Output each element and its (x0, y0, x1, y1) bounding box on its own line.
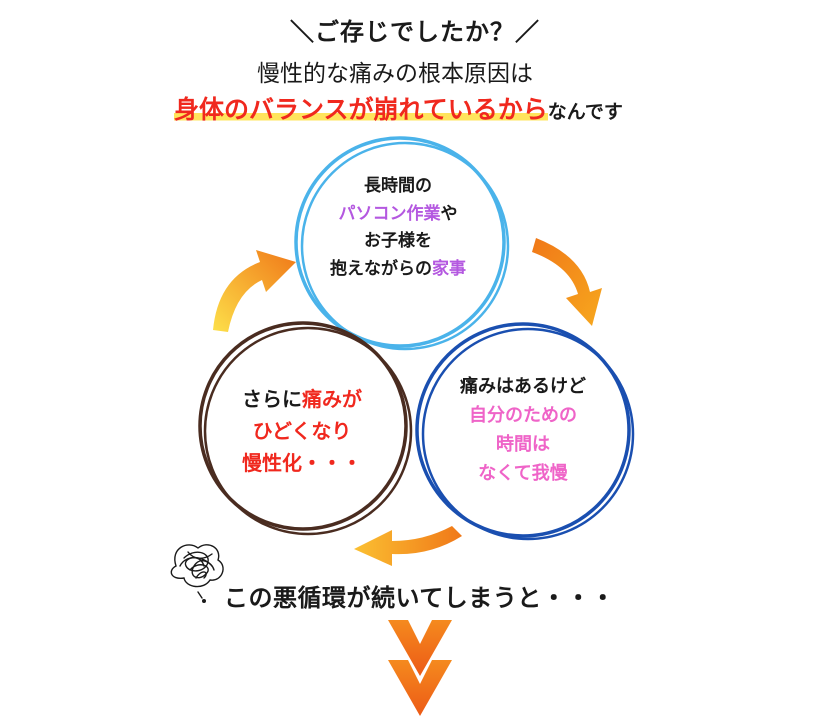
circle-top-line2-tail: や (440, 203, 458, 224)
circle-top-accent-housework: 家事 (432, 258, 466, 279)
circle-right-line3: 時間は (496, 434, 550, 456)
claim-tail: なんです (547, 101, 623, 123)
circle-left-line2: ひどくなり (252, 419, 352, 443)
curved-arrow-icon (532, 238, 602, 326)
lead-text: 慢性的な痛みの根本原因は (257, 61, 533, 87)
circle-right (415, 322, 635, 541)
vicious-cycle-conclusion: この悪循環が続いてしまうと・・・ (224, 584, 616, 612)
circle-right-line1: 痛みはあるけど (460, 376, 586, 397)
circle-right-text: 痛みはあるけど 自分のための 時間は なくて我慢 (420, 372, 626, 489)
circle-top-line1: 長時間の (364, 176, 432, 196)
double-chevron-down-icon (388, 620, 452, 716)
circle-left-line1-lead: さらに (242, 387, 302, 411)
tangled-thought-icon (170, 544, 224, 603)
circle-right-line2: 自分のための (469, 405, 577, 427)
intro-question: ＼ご存じでしたか？／ (290, 18, 540, 46)
circle-top-accent-work: パソコン作業 (338, 203, 441, 224)
circle-top-line3: お子様を (364, 231, 432, 252)
circle-right-line4: なくて我慢 (478, 463, 568, 485)
curved-arrow-icon (213, 250, 296, 332)
circle-left (198, 321, 413, 536)
curved-arrow-icon (354, 526, 462, 566)
circle-top-line4: 抱えながらの家事 (298, 256, 498, 284)
circle-top (294, 136, 510, 351)
claim-text: 身体のバランスが崩れているからなんです (174, 90, 623, 126)
circle-left-line3: 慢性化・・・ (242, 451, 362, 475)
circle-top-text: 長時間の パソコン作業や お子様を 抱えながらの家事 (298, 173, 498, 283)
circle-left-accent-pain: 痛みが (302, 387, 362, 411)
circle-top-line2: パソコン作業や (298, 201, 498, 229)
claim-highlight: 身体のバランスが崩れているから (174, 95, 548, 124)
circle-top-line4-lead: 抱えながらの (330, 258, 432, 279)
circle-left-line1: さらに痛みが (202, 383, 402, 415)
circle-left-text: さらに痛みが ひどくなり 慢性化・・・ (202, 383, 402, 479)
